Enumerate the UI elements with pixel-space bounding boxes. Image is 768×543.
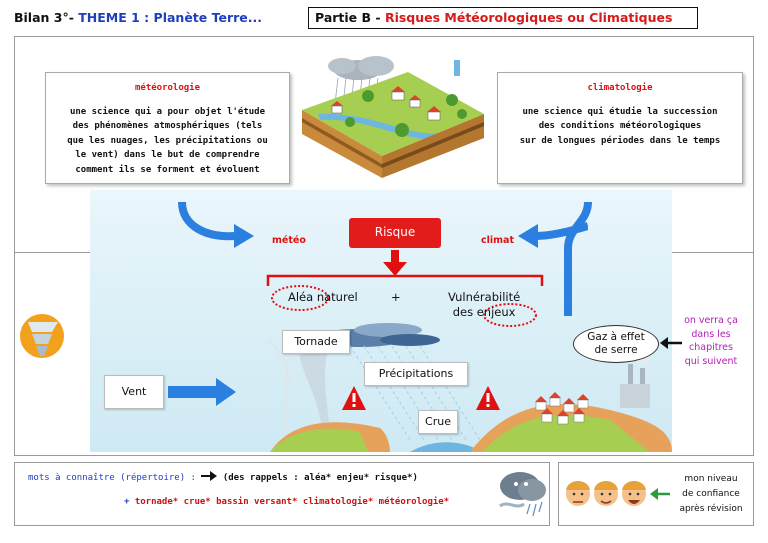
meteorologie-line: une science qui a pour objet l'étude	[69, 106, 266, 117]
arrow-right-icon	[201, 471, 218, 484]
confidence-frame	[558, 462, 754, 526]
confidence-faces-icon	[566, 481, 646, 506]
risque-box: Risque	[349, 218, 441, 248]
main-frame	[14, 36, 754, 456]
vocabulary-frame	[14, 462, 550, 526]
header-theme-title: THEME 1 : Planète Terre...	[78, 10, 262, 25]
keywords-list: tornade* crue* bassin versant* climatolo…	[134, 497, 450, 507]
alea-naturel-label: Aléa naturel	[288, 290, 358, 304]
arrow-climat-left-icon	[518, 222, 588, 248]
meteo-label: météo	[272, 235, 306, 246]
climatologie-line: une science qui étudie la succession	[522, 106, 718, 117]
climat-label: climat	[481, 235, 514, 246]
keywords-line: + tornade* crue* bassin versant* climato…	[124, 497, 449, 507]
gaz-line: Gaz à effet	[587, 331, 645, 343]
arrow-meteo-icon	[178, 201, 254, 248]
note-line: chapitres	[689, 342, 733, 353]
header-partie: Partie B - Risques Météorologiques ou Cl…	[308, 7, 698, 29]
note-line: on verra ça	[684, 315, 738, 326]
header-part-prefix: Partie B -	[315, 10, 385, 25]
gaz-effet-serre-label: Gaz à effet de serre	[573, 325, 659, 363]
rappels-text: (des rappels : aléa* enjeu* risque*)	[222, 473, 418, 483]
gaz-line: de serre	[594, 344, 638, 356]
niveau-line: après révision	[679, 504, 743, 514]
meteorologie-title: météorologie	[134, 83, 201, 93]
meteorologie-line: que les nuages, les précipitations ou	[67, 135, 268, 146]
plus-sign: +	[391, 290, 401, 304]
mots-a-connaitre: mots à connaître (répertoire) : (des rap…	[28, 471, 418, 484]
vulnerabilite-line: des enjeux	[452, 305, 516, 319]
climatologie-line: des conditions météorologiques	[538, 121, 702, 131]
precipitations-label: Précipitations	[364, 362, 468, 386]
arrow-climat-icon	[564, 201, 592, 316]
vulnerabilite-line: Vulnérabilité	[448, 290, 521, 304]
vent-label: Vent	[104, 375, 164, 409]
definition-meteorologie: météorologie une science qui a pour obje…	[45, 72, 290, 184]
note-line: dans les	[691, 328, 731, 340]
arrow-left-green-icon	[650, 488, 670, 500]
mots-title: mots à connaître (répertoire) :	[28, 473, 196, 483]
arrow-left-black-icon	[660, 337, 682, 349]
climatologie-title: climatologie	[587, 83, 653, 93]
note-line: qui suivent	[684, 355, 738, 367]
definition-climatologie: climatologie une science qui étudie la s…	[497, 72, 743, 184]
climatologie-line: sur de longues périodes dans le temps	[519, 135, 721, 146]
landscape-block-illustration	[302, 56, 484, 178]
meteorologie-line: des phénomènes atmosphériques (tels	[72, 121, 263, 131]
note-chapitres: on verra ça dans les chapitres qui suive…	[672, 314, 750, 368]
storm-cloud-icon	[499, 472, 546, 517]
meteorologie-line: le vent) dans le but de comprendre	[75, 150, 260, 160]
header-part-title: Risques Météorologiques ou Climatiques	[384, 10, 673, 25]
vulnerabilite-label: Vulnérabilité des enjeux	[448, 290, 520, 320]
keywords-plus: +	[124, 497, 130, 507]
header-theme: Bilan 3°- THEME 1 : Planète Terre...	[14, 10, 262, 25]
header-prefix: Bilan 3°-	[14, 10, 79, 25]
tornade-label: Tornade	[282, 330, 350, 354]
meteorologie-line: comment ils se forment et évoluent	[75, 164, 260, 175]
risk-scene-illustration	[168, 250, 672, 452]
tornado-icon	[20, 314, 64, 358]
niveau-line: de confiance	[682, 489, 740, 499]
crue-label: Crue	[418, 410, 458, 434]
niveau-confiance: mon niveau de confiance après révision	[672, 472, 750, 517]
niveau-line: mon niveau	[684, 474, 738, 484]
